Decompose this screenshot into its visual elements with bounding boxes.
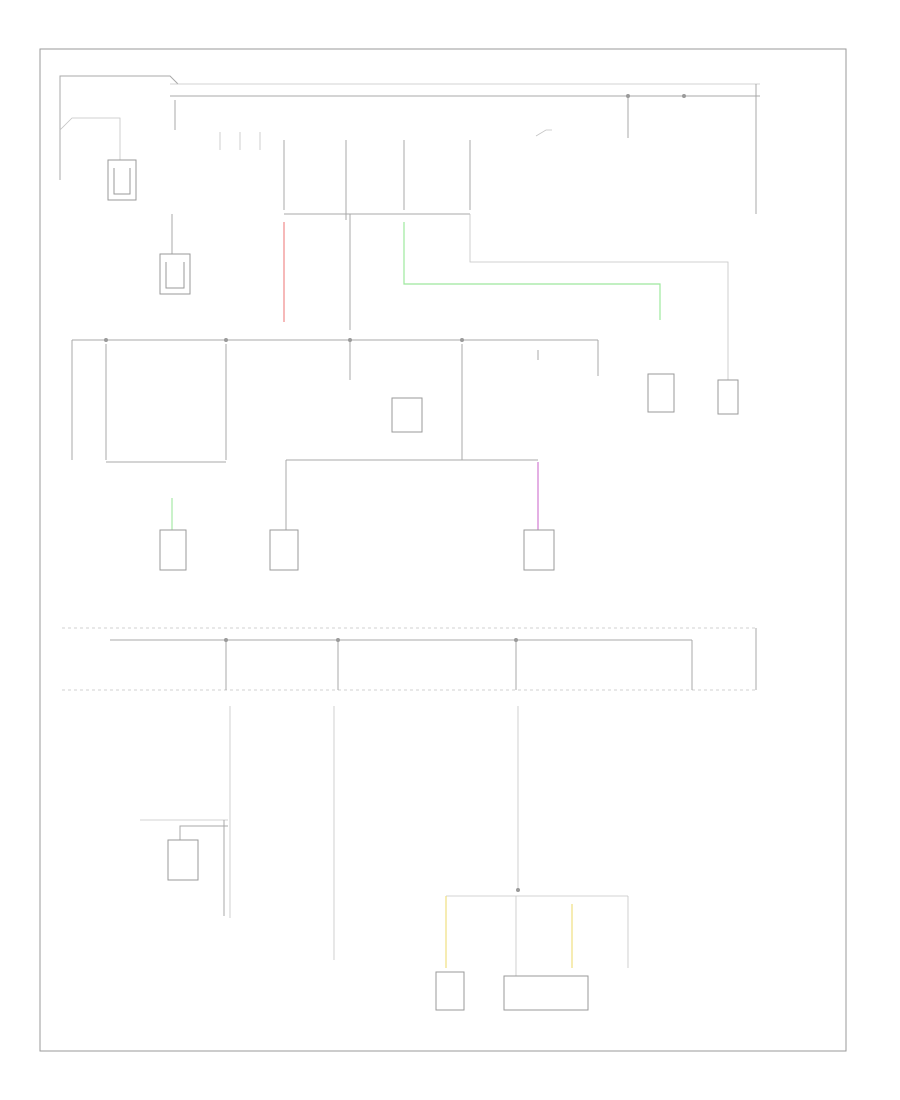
dash-bus-node-3 [348,338,352,342]
lower-node-1 [224,638,228,642]
bottom-component-2 [503,975,589,1011]
diagram-frame [39,48,847,1052]
side-feed-branch [179,825,228,840]
top-section [59,75,760,380]
bottom-component-1 [435,971,465,1011]
bottom-branch-node [516,888,520,892]
starter-component [107,159,137,201]
lower-node-3 [514,638,518,642]
dash-bus-node-2 [224,338,228,342]
alternator-inner [165,262,185,289]
battery-lead [59,117,121,160]
bus-node-2 [682,94,686,98]
load-component-1 [159,529,187,571]
dash-bus-node-1 [104,338,108,342]
bottom-left-component [167,839,199,881]
load-component-3 [523,529,555,571]
lower-section [62,627,757,1011]
battery-feed-wire [59,75,179,180]
right-feed-wire [469,214,729,380]
green-wire-1 [403,222,661,320]
fuse-drop-2 [219,132,261,150]
relay-center [391,397,423,433]
dash-bus-node-4 [460,338,464,342]
starter-inner [113,168,131,195]
load-component-2 [269,529,299,571]
relay-right-1 [647,373,675,413]
alternator-component [159,253,191,295]
fuse-drop-8 [535,129,552,137]
middle-section [71,338,739,571]
relay-right-2 [717,379,739,415]
bus-node-1 [626,94,630,98]
lower-node-2 [336,638,340,642]
